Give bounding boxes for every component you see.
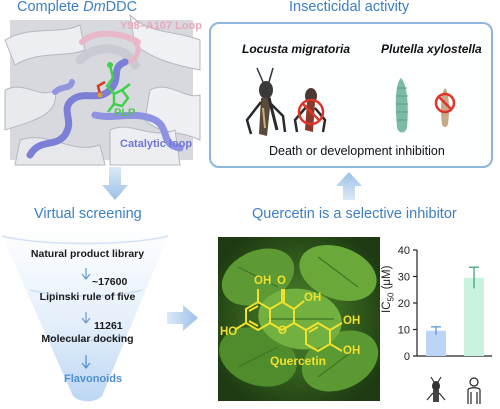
locust-inhibited-icon xyxy=(293,88,327,133)
activity-box: Locusta migratoria Plutella xylostella xyxy=(209,22,493,168)
quercetin-structure xyxy=(235,289,343,353)
arrow-right xyxy=(167,305,198,331)
protein-structure-image: Y98–A107 Loop PLP Catalytic loop xyxy=(4,13,202,166)
insect-category-icon xyxy=(426,376,446,402)
insect-illustrations xyxy=(245,67,456,136)
funnel-count-2: 11261 xyxy=(94,320,123,332)
mol-oh-3: OH xyxy=(343,315,361,327)
funnel-arrow-2 xyxy=(81,312,91,324)
mol-ho: HO xyxy=(220,326,238,338)
panel-title-inhibitor: Quercetin is a selective inhibitor xyxy=(252,206,457,222)
larva-inhibited-icon xyxy=(434,88,456,127)
arrow-up xyxy=(336,172,362,200)
funnel-result: Flavonoids xyxy=(64,373,123,385)
panel-title-activity: Insecticidal activity xyxy=(289,0,410,15)
species-locusta: Locusta migratoria xyxy=(242,42,351,56)
bar-human xyxy=(464,277,484,356)
arrow-down xyxy=(102,167,128,200)
catalytic-loop-label: Catalytic loop xyxy=(120,138,193,150)
funnel-step-library: Natural product library xyxy=(30,248,145,260)
outcome-text: Death or development inhibition xyxy=(269,144,445,158)
species-plutella: Plutella xylostella xyxy=(381,42,482,56)
larva-icon xyxy=(395,78,408,133)
mol-o-1: O xyxy=(277,275,286,287)
funnel-step-docking: Molecular docking xyxy=(41,333,134,345)
human-category-icon xyxy=(467,377,481,404)
mol-o-2: O xyxy=(278,325,287,337)
ic50-bar-chart: 0 10 20 30 40 xyxy=(398,245,492,404)
funnel-arrow-1 xyxy=(81,268,91,280)
funnel-step-lipinski: Lipinski rule of five xyxy=(39,291,136,303)
screening-funnel xyxy=(1,228,169,402)
mol-oh-1: OH xyxy=(254,275,272,287)
y-tick-label: 10 xyxy=(398,325,410,337)
y-tick-label: 40 xyxy=(398,245,410,257)
funnel-count-1: ~17600 xyxy=(92,276,128,288)
bar-insect xyxy=(426,330,446,356)
y-tick-label: 20 xyxy=(398,298,410,310)
mol-oh-2: OH xyxy=(304,292,322,304)
panel-title-protein: Complete DmDDC xyxy=(17,0,138,15)
molecule-name: Quercetin xyxy=(270,354,327,368)
mint-leaf-image: OH O OH HO O OH OH Quercetin xyxy=(218,237,380,401)
y-tick-label: 0 xyxy=(404,351,410,363)
panel-title-screening: Virtual screening xyxy=(34,206,142,222)
mol-oh-4: OH xyxy=(343,345,361,357)
y-axis-label: IC50 (μM) xyxy=(381,265,396,313)
loop-label: Y98–A107 Loop xyxy=(120,20,202,32)
locust-icon xyxy=(245,67,287,136)
funnel-arrow-3 xyxy=(81,355,91,369)
y-tick-label: 30 xyxy=(398,272,410,284)
plp-label: PLP xyxy=(114,107,136,119)
